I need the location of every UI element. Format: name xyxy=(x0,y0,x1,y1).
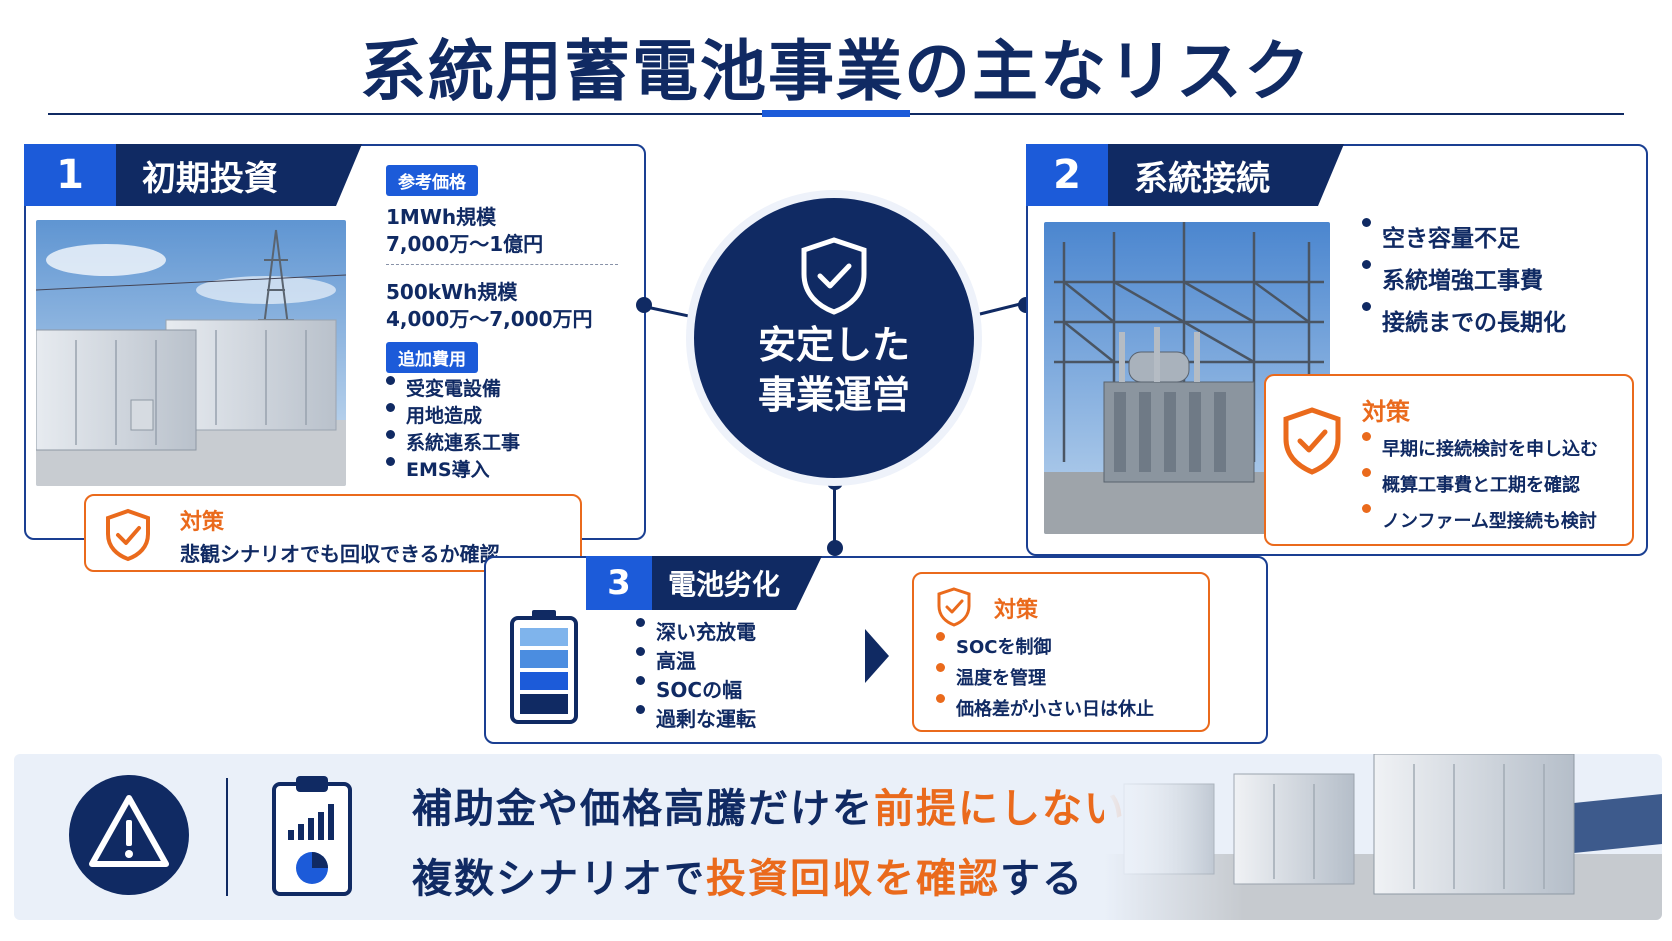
shield-check-icon xyxy=(106,508,150,562)
shield-check-icon xyxy=(937,587,971,627)
connector-dot-bottom xyxy=(827,540,843,556)
list-item: 用地造成 xyxy=(386,403,520,430)
banner-line2: 複数シナリオで投資回収を確認する xyxy=(412,846,1084,904)
risk1-measure-title: 対策 xyxy=(180,510,225,535)
connector-dot-left xyxy=(636,297,652,313)
risk1-tab: 1 初期投資 xyxy=(24,144,362,206)
list-item: SOCを制御 xyxy=(936,632,1154,663)
risk2-measure-list: 早期に接続検討を申し込む 概算工事費と工期を確認 ノンファーム型接続も検討 xyxy=(1362,432,1598,540)
shield-check-icon xyxy=(801,237,867,315)
list-item: 系統増強工事費 xyxy=(1362,260,1566,302)
risk2-measure-title: 対策 xyxy=(1362,398,1410,426)
connector-bottom xyxy=(833,482,836,550)
risk3-number: 3 xyxy=(586,556,652,610)
risk3-measure-box: 対策 SOCを制御 温度を管理 価格差が小さい日は休止 xyxy=(912,572,1210,732)
list-item: 接続までの長期化 xyxy=(1362,302,1566,344)
banner-line1-b: 前提にしない xyxy=(874,786,1126,832)
risk1-number: 1 xyxy=(24,144,116,206)
shield-check-icon xyxy=(1283,407,1341,475)
list-item: 深い充放電 xyxy=(636,618,756,647)
risk1-label: 初期投資 xyxy=(142,158,278,199)
risk1-photo-battery-containers xyxy=(36,220,346,486)
list-item: EMS導入 xyxy=(386,457,520,484)
risk3-measure-title: 対策 xyxy=(994,598,1039,623)
list-item: 高温 xyxy=(636,647,756,676)
banner-line2-c: する xyxy=(1000,856,1084,902)
list-item: 温度を管理 xyxy=(936,663,1154,694)
bottom-banner: 補助金や価格高騰だけを前提にしない 複数シナリオで投資回収を確認する xyxy=(14,754,1662,920)
clipboard-chart-icon xyxy=(272,776,352,896)
center-hub: 安定した 事業運営 xyxy=(694,198,974,478)
center-hub-text: 安定した 事業運営 xyxy=(694,320,974,420)
banner-line2-b: 投資回収を確認 xyxy=(706,856,1000,902)
center-line2: 事業運営 xyxy=(757,373,910,417)
risk2-tab: 2 系統接続 xyxy=(1026,144,1344,206)
risk3-tab: 3 電池劣化 xyxy=(586,556,822,610)
list-item: 価格差が小さい日は休止 xyxy=(936,694,1154,725)
list-item: 系統連系工事 xyxy=(386,430,520,457)
price1-scale: 1MWh規模 xyxy=(386,205,497,229)
banner-line1-a: 補助金や価格高騰だけを xyxy=(412,786,874,832)
list-item: 過剰な運転 xyxy=(636,705,756,734)
risk2-number: 2 xyxy=(1026,144,1108,206)
risk2-label: 系統接続 xyxy=(1134,158,1270,199)
ref-price-tag: 参考価格 xyxy=(386,165,478,196)
list-item: 概算工事費と工期を確認 xyxy=(1362,468,1598,504)
list-item: SOCの幅 xyxy=(636,676,756,705)
price-divider xyxy=(386,264,618,265)
price2-scale: 500kWh規模 xyxy=(386,280,518,304)
extra-cost-tag: 追加費用 xyxy=(386,342,478,373)
center-line1: 安定した xyxy=(757,323,910,367)
battery-site-photo xyxy=(1104,754,1662,920)
risk1-measure-text: 悲観シナリオでも回収できるか確認 xyxy=(180,542,500,566)
warning-icon xyxy=(69,775,189,895)
extra-cost-list: 受変電設備 用地造成 系統連系工事 EMS導入 xyxy=(386,376,520,484)
list-item: 受変電設備 xyxy=(386,376,520,403)
battery-icon xyxy=(510,610,578,724)
battery-container-illustration xyxy=(36,220,346,486)
risk2-measure-box: 対策 早期に接続検討を申し込む 概算工事費と工期を確認 ノンファーム型接続も検討 xyxy=(1264,374,1634,546)
arrow-right-icon xyxy=(865,629,889,683)
risk3-items: 深い充放電 高温 SOCの幅 過剰な運転 xyxy=(636,618,756,734)
title-accent-bar xyxy=(762,110,910,117)
list-item: 早期に接続検討を申し込む xyxy=(1362,432,1598,468)
price2-value: 4,000万〜7,000万円 xyxy=(386,307,593,331)
risk2-items: 空き容量不足 系統増強工事費 接続までの長期化 xyxy=(1362,218,1566,344)
banner-line2-a: 複数シナリオで xyxy=(412,856,706,902)
list-item: 空き容量不足 xyxy=(1362,218,1566,260)
banner-divider xyxy=(226,778,228,896)
risk3-label: 電池劣化 xyxy=(668,568,781,601)
price1-value: 7,000万〜1億円 xyxy=(386,232,544,256)
page-title: 系統用蓄電池事業の主なリスク xyxy=(360,33,1312,110)
list-item: ノンファーム型接続も検討 xyxy=(1362,504,1598,540)
risk3-measure-list: SOCを制御 温度を管理 価格差が小さい日は休止 xyxy=(936,632,1154,725)
banner-line1: 補助金や価格高騰だけを前提にしない xyxy=(412,776,1126,834)
